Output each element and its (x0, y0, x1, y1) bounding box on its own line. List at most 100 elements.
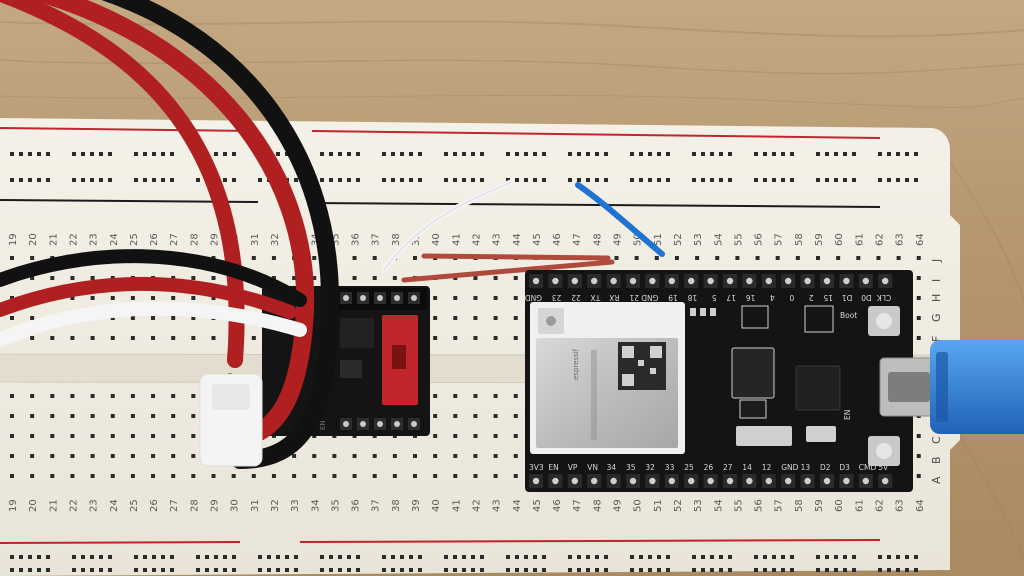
usb-uart-chip (795, 365, 841, 411)
column-label-bottom: 54 (713, 499, 724, 512)
black-cable-2 (0, 249, 307, 307)
column-label-bottom: 29 (210, 499, 221, 512)
column-label-top: 32 (270, 233, 281, 246)
column-label-top: 44 (512, 233, 523, 246)
column-label-bottom: 45 (532, 499, 543, 512)
column-label-bottom: 57 (774, 499, 785, 512)
column-label-bottom: 20 (28, 499, 39, 512)
column-label-top: 31 (250, 233, 261, 246)
column-label-top: 23 (89, 233, 100, 246)
column-label-top: 36 (351, 233, 362, 246)
en-button[interactable] (868, 436, 900, 466)
esp32-pin-label-top: 5 (712, 293, 717, 302)
column-label-bottom: 42 (471, 499, 482, 512)
esp32-pin-label-top: D0 (861, 293, 872, 302)
column-label-top: 19 (8, 233, 19, 246)
row-label: A (930, 476, 943, 484)
esp32-pin-label-top: 21 (629, 293, 639, 302)
column-label-bottom: 33 (290, 499, 301, 512)
column-label-top: 39 (411, 233, 422, 246)
esp32-pin-label-bottom: D2 (820, 463, 831, 472)
esp32-pin-label-bottom: 32 (645, 463, 655, 472)
row-label: J (930, 259, 943, 263)
red-cable-3 (0, 277, 297, 319)
column-label-top: 38 (391, 233, 402, 246)
column-label-bottom: 24 (109, 499, 120, 512)
esp32-pin-label-bottom: 27 (723, 463, 733, 472)
red-jumper-wire-1 (421, 253, 611, 261)
esp32-pin-label-bottom: VN (587, 463, 598, 472)
column-label-top: 26 (149, 233, 160, 246)
column-label-bottom: 26 (149, 499, 160, 512)
esp32-pin-label-top: 4 (770, 293, 775, 302)
row-labels-bottom: CBA (930, 436, 943, 484)
column-label-bottom: 37 (371, 499, 382, 512)
column-label-bottom: 34 (310, 499, 321, 512)
esp32-pin-label-top: 23 (552, 293, 562, 302)
column-label-top: 51 (653, 233, 664, 246)
column-label-bottom: 44 (512, 499, 523, 512)
column-label-top: 47 (572, 233, 583, 246)
row-label: I (930, 279, 943, 282)
column-label-bottom: 60 (834, 499, 845, 512)
esp32-pin-label-top: 15 (823, 293, 833, 302)
column-label-bottom: 38 (391, 499, 402, 512)
column-label-top: 45 (532, 233, 543, 246)
column-label-bottom: 41 (451, 499, 462, 512)
jumper-wires (381, 179, 665, 283)
esp32-pin-label-bottom: 33 (665, 463, 675, 472)
column-label-top: 48 (592, 233, 603, 246)
column-label-bottom: 47 (572, 499, 583, 512)
esp32-pin-label-bottom: EN (548, 463, 558, 472)
column-label-top: 55 (733, 233, 744, 246)
column-label-top: 64 (915, 233, 926, 246)
esp32-pin-label-top: CLK (876, 293, 891, 302)
column-label-bottom: 53 (693, 499, 704, 512)
esp32-pin-label-top: 0 (789, 293, 794, 302)
column-label-top: 41 (451, 233, 462, 246)
column-label-top: 37 (371, 233, 382, 246)
column-label-bottom: 56 (754, 499, 765, 512)
esp32-pin-label-bottom: 26 (704, 463, 714, 472)
esp32-pin-label-top: GND (641, 293, 658, 302)
top-rail-red-line-2 (311, 130, 881, 139)
column-label-bottom: 19 (8, 499, 19, 512)
esp32-pin-label-top: GND (525, 293, 542, 302)
esp32-pin-label-top: 19 (668, 293, 678, 302)
boot-button[interactable] (868, 306, 900, 336)
column-label-bottom: 50 (633, 499, 644, 512)
esp32-pin-label-bottom: 34 (607, 463, 617, 472)
column-label-bottom: 23 (89, 499, 100, 512)
column-label-top: 50 (633, 233, 644, 246)
bottom-rail-red-line (0, 541, 241, 544)
dac-pin-label: EN (319, 420, 327, 430)
column-label-bottom: 31 (250, 499, 261, 512)
column-label-bottom: 36 (351, 499, 362, 512)
column-label-bottom: 62 (874, 499, 885, 512)
column-label-bottom: 28 (189, 499, 200, 512)
column-label-bottom: 61 (854, 499, 865, 512)
top-rail-black-line-2 (311, 202, 881, 208)
esp32-wroom-module: espressif (530, 302, 685, 454)
row-label: B (930, 456, 943, 464)
column-label-top: 63 (895, 233, 906, 246)
column-label-bottom: 25 (129, 499, 140, 512)
column-label-bottom: 39 (411, 499, 422, 512)
white-cable (0, 301, 307, 347)
column-label-bottom: 63 (895, 499, 906, 512)
column-label-top: 62 (874, 233, 885, 246)
column-label-top: 53 (693, 233, 704, 246)
column-label-top: 34 (310, 233, 321, 246)
column-label-top: 21 (48, 233, 59, 246)
esp32-pin-label-bottom: 12 (762, 463, 772, 472)
column-label-top: 52 (673, 233, 684, 246)
column-label-bottom: 22 (68, 499, 79, 512)
esp32-pin-label-top: D1 (842, 293, 853, 302)
top-rail-red-line (0, 127, 259, 132)
column-label-top: 29 (210, 233, 221, 246)
column-label-top: 58 (794, 233, 805, 246)
column-label-top: 57 (774, 233, 785, 246)
